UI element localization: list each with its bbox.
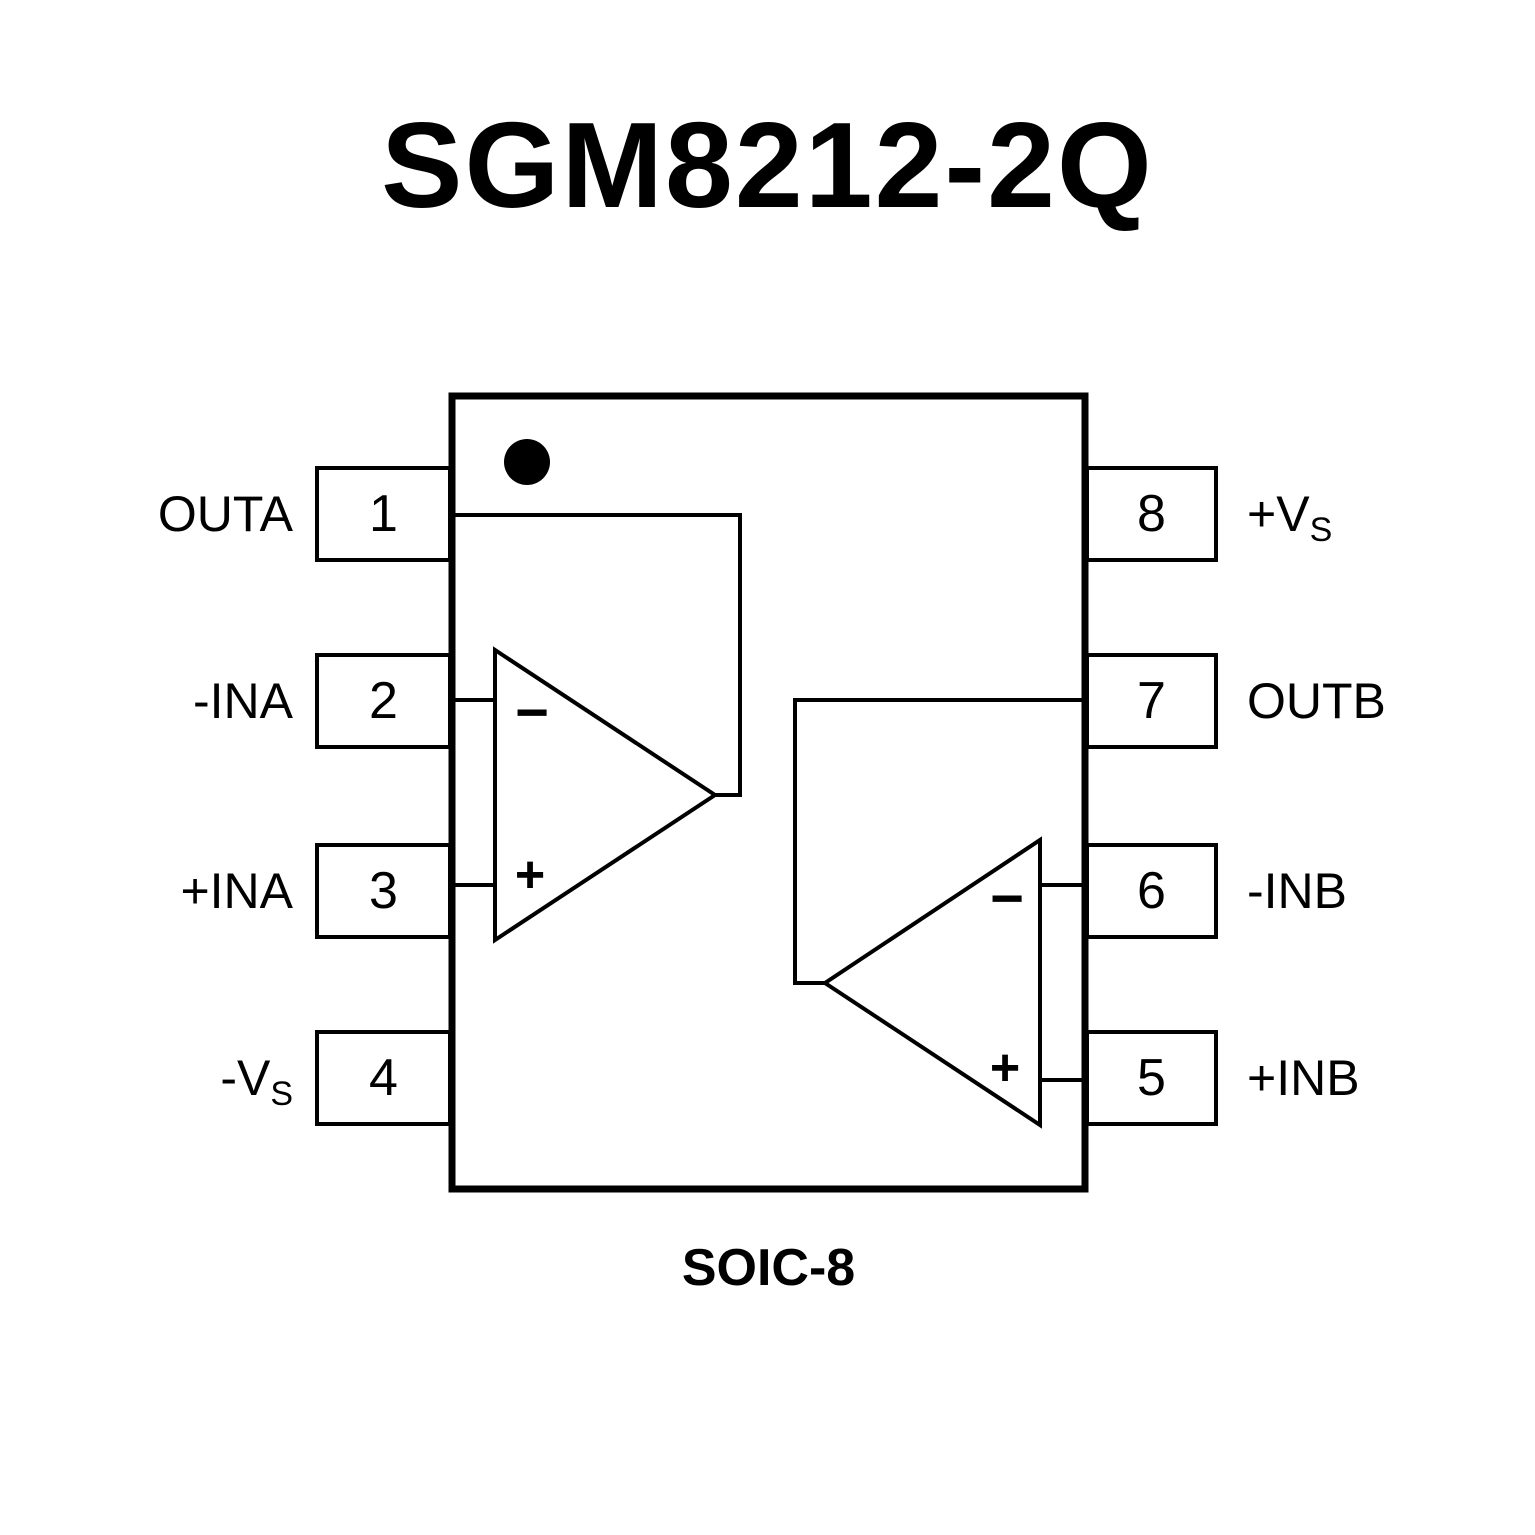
- pin-label-pos-ina: +INA: [180, 861, 293, 921]
- opamp-b-plus-sign: +: [989, 1039, 1021, 1097]
- pin-number-5: 5: [1137, 1049, 1166, 1107]
- pin1-marker-dot: [504, 439, 550, 485]
- pin-label-pos-vs: +VS: [1247, 484, 1332, 549]
- opamp-b-output-wire: [793, 698, 1085, 985]
- pin-box-3: 3: [315, 843, 452, 939]
- pin-box-5: 5: [1085, 1030, 1218, 1126]
- pin-label-text: -INA: [193, 673, 293, 729]
- pin-label-subscript: S: [270, 1075, 293, 1113]
- pin-number-3: 3: [369, 862, 398, 920]
- pin-label-text: -INB: [1247, 863, 1347, 919]
- opamp-b-triangle: [821, 836, 1042, 1129]
- pin-label-pos-inb: +INB: [1247, 1048, 1360, 1108]
- pin-label-text: -V: [220, 1050, 271, 1106]
- pin-label-text: OUTA: [157, 486, 293, 542]
- pin-number-1: 1: [369, 485, 398, 543]
- pin-number-7: 7: [1137, 672, 1166, 730]
- pin-label-subscript: S: [1309, 511, 1333, 549]
- pin-label-text: +INA: [180, 863, 293, 919]
- pin-label-outa: OUTA: [158, 484, 293, 544]
- pin-box-2: 2: [315, 653, 452, 749]
- pin-box-6: 6: [1085, 843, 1218, 939]
- pin-label-text: +V: [1247, 486, 1310, 542]
- opamp-a-minus-sign: −: [515, 679, 549, 745]
- pin-label-neg-inb: -INB: [1247, 861, 1347, 921]
- pin-label-neg-ina: -INA: [193, 671, 293, 731]
- pin-label-text: +INB: [1247, 1050, 1360, 1106]
- opamp-a-plus-sign: +: [514, 846, 546, 904]
- pin-number-4: 4: [369, 1049, 398, 1107]
- pin-number-2: 2: [369, 672, 398, 730]
- pin-box-7: 7: [1085, 653, 1218, 749]
- opamp-a-output-wire: [452, 513, 742, 797]
- package-type-label: SOIC-8: [681, 1239, 856, 1297]
- opamp-a-triangle: [493, 646, 719, 944]
- pin-box-4: 4: [315, 1030, 452, 1126]
- pin-box-8: 8: [1085, 466, 1218, 562]
- pin-label-text: OUTB: [1247, 673, 1386, 729]
- pin-number-8: 8: [1137, 485, 1166, 543]
- pin-number-6: 6: [1137, 862, 1166, 920]
- opamp-b-minus-sign: −: [990, 865, 1024, 931]
- pin-label-outb: OUTB: [1247, 671, 1386, 731]
- part-number-title: SGM8212-2Q: [381, 97, 1154, 233]
- pin-box-1: 1: [315, 466, 452, 562]
- pin-label-neg-vs: -VS: [220, 1048, 293, 1113]
